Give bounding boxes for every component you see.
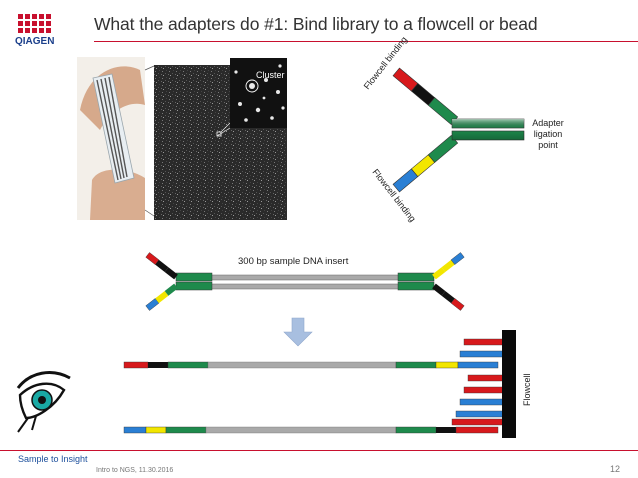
logo-text: QIAGEN: [15, 36, 54, 47]
flowcell-photo: [77, 57, 145, 220]
ligated-fragment: [145, 252, 465, 311]
adapter-ligation-label: Adapter ligation point: [532, 118, 564, 150]
flowcell-label: Flowcell: [522, 373, 532, 406]
insert-label: 300 bp sample DNA insert: [238, 256, 349, 267]
down-arrow-icon: [283, 317, 313, 347]
footer-tagline: Sample to Insight: [18, 454, 88, 464]
eye-icon: [16, 371, 71, 433]
cluster-label: Cluster: [256, 70, 285, 80]
footer-rule: [0, 450, 638, 451]
y-adapter: Flowcell binding Flowcell binding: [362, 35, 525, 224]
footer-info: Intro to NGS, 11.30.2016: [96, 467, 174, 474]
cluster-marker: [245, 79, 259, 93]
title-rule: [94, 41, 638, 42]
page-number: 12: [609, 464, 620, 474]
bound-strand-bottom: [123, 426, 499, 434]
qiagen-logo: QIAGEN: [15, 14, 54, 47]
flowcell-bar: [502, 330, 516, 438]
slide-title: What the adapters do #1: Bind library to…: [94, 14, 538, 34]
cluster-image: Cluster: [144, 58, 287, 220]
bound-strand-top: [123, 361, 499, 369]
flowcell-oligos: [451, 338, 505, 426]
